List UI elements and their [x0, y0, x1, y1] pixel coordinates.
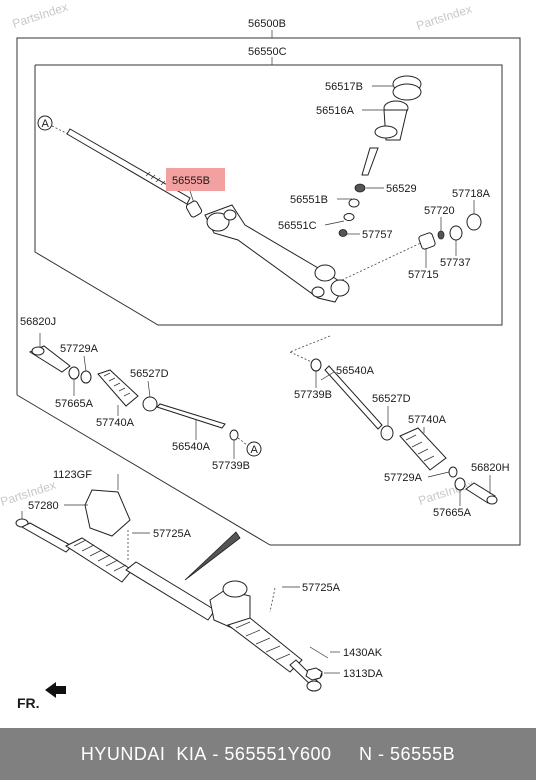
label-1123GF: 1123GF	[53, 469, 92, 481]
assembly-outline	[16, 37, 521, 546]
label-57665A-left: 57665A	[55, 398, 94, 410]
left-tie-rod-group	[28, 333, 239, 441]
label-57757: 57757	[362, 229, 393, 241]
part-56555B-bush	[185, 200, 203, 218]
right-group-dash-a	[289, 335, 331, 353]
label-56540A-left: 56540A	[172, 441, 211, 453]
footer-oem-number: 565551Y600	[224, 743, 332, 764]
right-group-dash-b	[289, 351, 317, 365]
label-56516A: 56516A	[316, 105, 355, 117]
part-1430AK-pin	[309, 646, 329, 659]
label-56527D-right: 56527D	[372, 393, 411, 405]
leader-56551C	[324, 220, 345, 226]
label-56555B: 56555B	[172, 175, 210, 187]
label-57725A-right: 57725A	[302, 582, 341, 594]
footer-brand: HYUNDAI KIA	[80, 743, 207, 764]
leader-56527D-left	[147, 380, 151, 398]
label-56820J: 56820J	[20, 316, 56, 328]
sub-assembly-outline	[34, 64, 503, 326]
direction-arrow-wedge	[184, 531, 241, 581]
label-57739B-left: 57739B	[212, 460, 250, 472]
assembly-outline-diagonal	[16, 394, 271, 546]
highlight-56555B	[166, 168, 225, 191]
label-56551C: 56551C	[278, 220, 317, 232]
label-56550C: 56550C	[248, 46, 287, 58]
label-57737: 57737	[440, 257, 471, 269]
gear-housing	[204, 204, 350, 303]
part-57280-heat-protector	[84, 489, 131, 537]
leader-56540A-right	[320, 371, 335, 381]
assembled-steering-gear	[15, 511, 323, 692]
label-57729A-left: 57729A	[60, 343, 99, 355]
watermark-top-left: PartsIndex	[11, 0, 70, 31]
footer-bar: HYUNDAI KIA - 565551Y600 N - 56555B	[0, 728, 536, 780]
label-57280: 57280	[28, 500, 59, 512]
label-56517B: 56517B	[325, 81, 363, 93]
label-56540A-right: 56540A	[336, 365, 375, 377]
label-56820H: 56820H	[471, 462, 510, 474]
callout-a-top-dash	[51, 125, 69, 135]
watermark-mid-right: PartsIndex	[417, 477, 476, 508]
footer-part-number: N - 56555B	[359, 743, 456, 764]
label-1313DA: 1313DA	[343, 668, 383, 680]
watermark-top-right: PartsIndex	[415, 2, 474, 33]
part-1313DA-nut	[305, 667, 323, 681]
yoke-group	[418, 213, 482, 250]
callout-a-bottom-dash	[237, 437, 248, 446]
label-56527D-left: 56527D	[130, 368, 169, 380]
front-label: FR.	[17, 695, 40, 711]
label-57720: 57720	[424, 205, 455, 217]
label-57740A-right: 57740A	[408, 414, 447, 426]
label-57715: 57715	[408, 269, 439, 281]
rack-bar	[66, 128, 191, 205]
pinion-stack	[338, 75, 422, 237]
front-arrow-icon	[45, 682, 66, 698]
label-57718A: 57718A	[452, 188, 491, 200]
label-57725A-left: 57725A	[153, 528, 192, 540]
leader-57729A-left	[83, 355, 87, 372]
right-tie-rod-group	[310, 358, 498, 505]
callout-a-bottom-label: A	[251, 444, 259, 456]
label-57729A-right: 57729A	[384, 472, 423, 484]
callout-a-top-label: A	[42, 118, 50, 130]
label-56551B: 56551B	[290, 194, 328, 206]
label-56529: 56529	[386, 183, 417, 195]
parts-diagram: PartsIndex PartsIndex PartsIndex PartsIn…	[0, 0, 521, 711]
yoke-dash	[341, 240, 426, 281]
callout-a-top	[37, 115, 53, 131]
leader-57729A-right	[427, 471, 450, 478]
label-57665A-right: 57665A	[433, 507, 472, 519]
label-1430AK: 1430AK	[343, 647, 383, 659]
label-57739B-right: 57739B	[294, 389, 332, 401]
callout-a-bottom	[246, 441, 262, 457]
label-56500B: 56500B	[248, 18, 286, 30]
label-57740A-left: 57740A	[96, 417, 135, 429]
dash-57725A-right	[269, 587, 276, 613]
